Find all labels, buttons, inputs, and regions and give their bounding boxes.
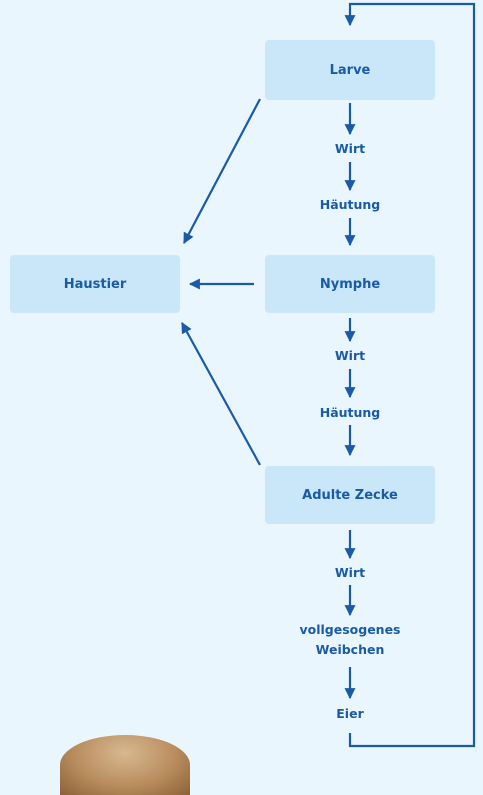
step-eier: Eier xyxy=(320,704,380,724)
step-vollgesogenes-line2: Weibchen xyxy=(315,642,385,657)
step-haeutung-1: Häutung xyxy=(300,195,400,215)
loop-eier-to-larve xyxy=(344,2,476,748)
node-larve: Larve xyxy=(265,40,435,100)
decorative-photo-edge xyxy=(60,735,190,795)
step-wirt-1: Wirt xyxy=(310,139,390,159)
step-wirt-2: Wirt xyxy=(310,346,390,366)
tick-life-cycle-diagram: Larve Nymphe Adulte Zecke Haustier Wirt … xyxy=(10,2,476,795)
diagram-connectors xyxy=(181,2,476,748)
node-nymphe: Nymphe xyxy=(265,255,435,313)
arrow-larve-to-haustier xyxy=(183,98,261,244)
step-wirt-3: Wirt xyxy=(310,563,390,583)
arrow-adult-to-haustier xyxy=(181,322,261,466)
step-haeutung-2: Häutung xyxy=(300,403,400,423)
step-vollgesogenes-line1: vollgesogenes xyxy=(299,622,401,637)
node-adulte-zecke: Adulte Zecke xyxy=(265,466,435,524)
node-haustier: Haustier xyxy=(10,255,180,313)
step-vollgesogenes-weibchen: vollgesogenes Weibchen xyxy=(285,620,415,660)
